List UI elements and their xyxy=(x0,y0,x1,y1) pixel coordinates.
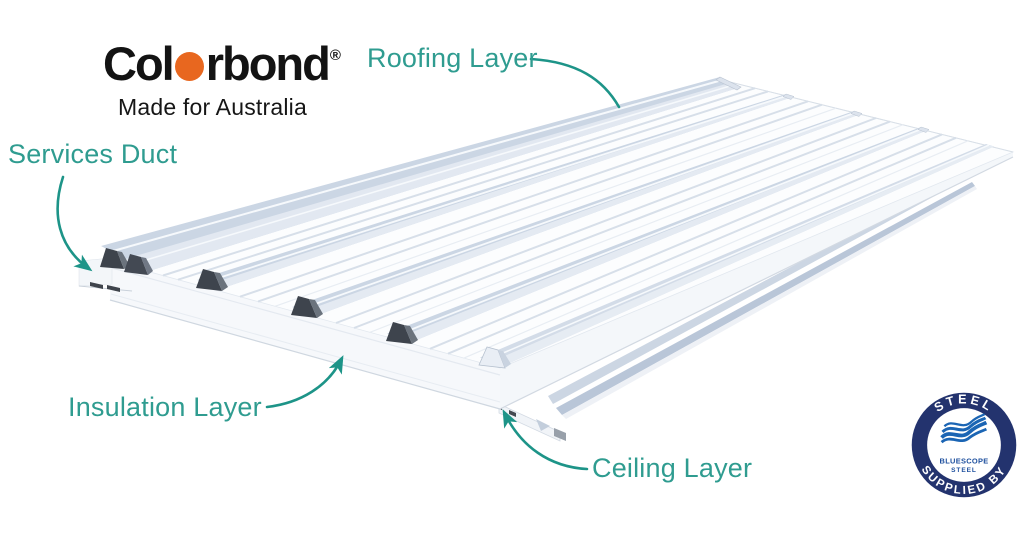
ceiling-layer-rails xyxy=(495,176,977,442)
pencil-ribs-faint xyxy=(274,107,969,359)
panel-insulation-end-face xyxy=(78,257,501,410)
roof-rib xyxy=(196,93,795,291)
ceiling-layer-label: Ceiling Layer xyxy=(592,453,753,483)
roof-rib xyxy=(478,144,994,369)
logo-orange-dot-icon xyxy=(174,52,204,81)
insulation-layer-label: Insulation Layer xyxy=(68,392,262,422)
badge-steel-text: STEEL xyxy=(951,467,977,474)
services-duct-label: Services Duct xyxy=(8,139,178,169)
badge-bluescope-text: BLUESCOPE xyxy=(940,457,989,466)
colorbond-logo: Col rbond® Made for Australia xyxy=(103,36,341,121)
logo-text-suffix: rbond xyxy=(205,37,331,90)
insulation-leader-arrow xyxy=(265,355,344,409)
bluescope-waves-icon xyxy=(940,413,988,444)
roofing-leader-line xyxy=(529,57,621,109)
roof-rib xyxy=(291,110,863,318)
services-leader-arrow xyxy=(56,175,93,272)
roofing-layer-label: Roofing Layer xyxy=(367,43,538,73)
pencil-ribs xyxy=(162,87,957,355)
panel-front-face xyxy=(499,152,1014,410)
bluescope-steel-badge: STEEL SUPPLIED BY BLUESCOPE STEEL xyxy=(911,393,1017,498)
registered-trademark-symbol: ® xyxy=(329,47,341,64)
logo-tagline: Made for Australia xyxy=(118,94,307,120)
ceiling-leader-arrow xyxy=(502,409,589,471)
roof-rib xyxy=(386,126,930,344)
logo-text-prefix: Col xyxy=(103,37,175,90)
colorbond-wordmark: Col rbond® xyxy=(103,36,341,91)
roof-rib xyxy=(100,76,742,275)
